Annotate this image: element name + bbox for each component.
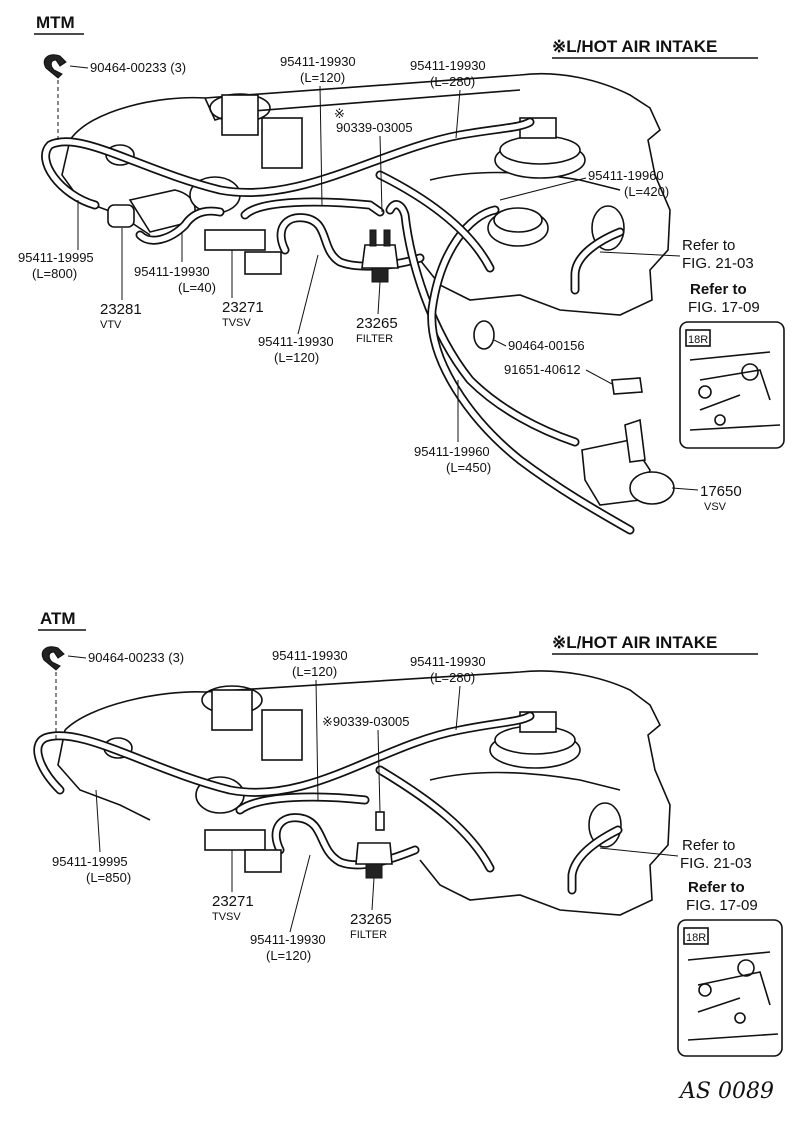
atm-filter-name: FILTER — [350, 929, 387, 941]
mtm-refer-21-b: FIG. 21-03 — [682, 255, 754, 272]
atm-hose-120-bot-len: (L=120) — [266, 948, 311, 963]
mtm-hose-450-num: 95411-19960 — [414, 444, 490, 459]
mtm-refer-21-a: Refer to — [682, 237, 735, 254]
mtm-intake-header: ※L/HOT AIR INTAKE — [552, 37, 717, 56]
atm-refer-21-a: Refer to — [682, 837, 735, 854]
atm-hoses — [33, 711, 623, 895]
mtm-filter-num: 23265 — [356, 315, 398, 332]
mtm-hose-120-bot-len: (L=120) — [274, 350, 319, 365]
atm-check-valve-label: ※90339-03005 — [322, 714, 410, 729]
mtm-hose-450-len: (L=450) — [446, 460, 491, 475]
atm-hose-850-len: (L=850) — [86, 870, 131, 885]
mtm-vsv-num: 17650 — [700, 483, 742, 500]
mtm-check-valve-label: 90339-03005 — [336, 120, 413, 135]
atm-components — [41, 646, 393, 879]
atm-tvsv-num: 23271 — [212, 893, 254, 910]
atm-filter-icon — [355, 842, 393, 865]
mtm-refer-17-a: Refer to — [690, 281, 747, 298]
mtm-section: MTM ※L/HOT AIR INTAKE — [18, 13, 785, 535]
mtm-engine-outline — [61, 72, 671, 316]
atm-refer-17-b: FIG. 17-09 — [686, 897, 758, 914]
mtm-hose-40-num: 95411-19930 — [134, 264, 210, 279]
mtm-components — [43, 54, 675, 506]
atm-hose-280-num: 95411-19930 — [410, 654, 486, 669]
mtm-clip-icon — [43, 54, 67, 79]
atm-refer-21-b: FIG. 21-03 — [680, 855, 752, 872]
mtm-hose-280-num: 95411-19930 — [410, 58, 486, 73]
mtm-hose-420-len: (L=420) — [624, 184, 669, 199]
atm-clip-icon — [41, 646, 65, 671]
mtm-tvsv-icon — [204, 229, 266, 251]
mtm-hose-280-len: (L=280) — [430, 74, 475, 89]
mtm-vsv-name: VSV — [704, 501, 727, 513]
mtm-inset-tag: 18R — [688, 334, 708, 346]
mtm-filter-name: FILTER — [356, 333, 393, 345]
mtm-hose-800-num: 95411-19995 — [18, 250, 94, 265]
mtm-hose-420-num: 95411-19960 — [588, 168, 664, 183]
atm-section: ATM ※L/HOT AIR INTAKE — [33, 609, 783, 1057]
atm-hose-120-bot-num: 95411-19930 — [250, 932, 326, 947]
atm-tvsv-name: TVSV — [212, 911, 241, 923]
mtm-tvsv-name: TVSV — [222, 317, 251, 329]
mtm-vtv-name: VTV — [100, 319, 122, 331]
mtm-hose-40-len: (L=40) — [178, 280, 216, 295]
atm-inset-tag: 18R — [686, 932, 706, 944]
mtm-filter-icon — [361, 244, 399, 269]
atm-hose-280-len: (L=280) — [430, 670, 475, 685]
mtm-bolt-label: 91651-40612 — [504, 362, 581, 377]
mtm-hose-800-len: (L=800) — [32, 266, 77, 281]
atm-hose-120-top-num: 95411-19930 — [272, 648, 348, 663]
mtm-hose-120-bot-num: 95411-19930 — [258, 334, 334, 349]
mtm-tvsv-num: 23271 — [222, 299, 264, 316]
atm-clip-label: 90464-00233 (3) — [88, 650, 184, 665]
mtm-vtv-num: 23281 — [100, 301, 142, 318]
mtm-asterisk: ※ — [334, 106, 345, 121]
atm-labels: 90464-00233 (3) 95411-19930 (L=120) 9541… — [52, 648, 758, 963]
mtm-bolt-icon — [611, 377, 643, 395]
mtm-vtv-icon — [107, 204, 135, 228]
atm-intake-header: ※L/HOT AIR INTAKE — [552, 633, 717, 652]
mtm-title: MTM — [36, 13, 75, 32]
atm-title: ATM — [40, 609, 76, 628]
atm-refer-17-a: Refer to — [688, 879, 745, 896]
mtm-clip-label: 90464-00233 (3) — [90, 60, 186, 75]
atm-filter-num: 23265 — [350, 911, 392, 928]
mtm-clamp-label: 90464-00156 — [508, 338, 585, 353]
mtm-hoses — [41, 117, 635, 535]
atm-engine-outline — [57, 670, 671, 916]
atm-inset-thumbnail: 18R — [677, 919, 783, 1057]
mtm-clamp-icon — [473, 320, 495, 350]
atm-tvsv-icon — [204, 829, 266, 851]
mtm-hose-120-top-len: (L=120) — [300, 70, 345, 85]
atm-hose-120-top-len: (L=120) — [292, 664, 337, 679]
mtm-labels: 90464-00233 (3) 95411-19930 (L=120) 9541… — [18, 54, 760, 513]
figure-code: AS 0089 — [678, 1079, 774, 1104]
atm-hose-850-num: 95411-19995 — [52, 854, 128, 869]
mtm-refer-17-b: FIG. 17-09 — [688, 299, 760, 316]
mtm-inset-thumbnail: 18R — [679, 321, 785, 449]
mtm-hose-120-top-num: 95411-19930 — [280, 54, 356, 69]
